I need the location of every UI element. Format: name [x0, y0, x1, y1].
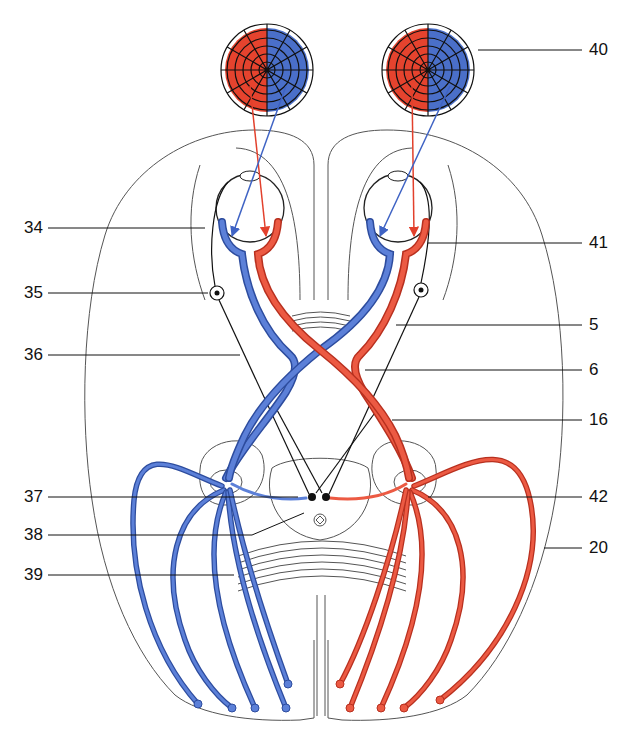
pretectal-nucleus [322, 493, 330, 501]
leader-line [365, 370, 582, 371]
cerebral-aqueduct [314, 514, 326, 526]
label-anchor: 34 [4, 218, 44, 238]
callout-number: 37 [23, 487, 44, 506]
leader-line [48, 575, 234, 576]
visual-field [382, 24, 474, 116]
pupillary-pathway [210, 182, 429, 494]
field-meridians [221, 24, 313, 116]
callout-number: 34 [23, 218, 44, 237]
radiation-fibre [404, 490, 463, 708]
leader-line [48, 513, 304, 535]
aqueduct-mark [316, 516, 324, 524]
falx [317, 595, 325, 716]
pretectal-fibre [277, 410, 322, 493]
pretectal-branch [330, 484, 406, 499]
ciliary-ganglion [210, 286, 224, 300]
leader-line [392, 420, 582, 421]
callout-number: 5 [588, 315, 599, 334]
cortex-terminal [377, 704, 385, 712]
cortex-terminal [251, 704, 259, 712]
pretectal-nucleus [308, 493, 316, 501]
label-anchor: 16 [588, 410, 609, 430]
callout-number: 16 [588, 410, 609, 429]
callout-number: 35 [23, 283, 44, 302]
field-ring [382, 24, 474, 116]
leader-line [48, 293, 208, 294]
ganglion-cell [419, 288, 424, 293]
label-anchor: 40 [588, 40, 609, 60]
optic-fibre [258, 222, 409, 478]
cortex-terminal [282, 704, 290, 712]
radiation-fibre [173, 490, 232, 708]
leader-line [428, 497, 582, 498]
optic-fibre [229, 222, 390, 478]
radiation-fibre [230, 490, 288, 684]
cortex-terminal [436, 696, 444, 704]
cortex-terminal [194, 700, 202, 708]
label-anchor: 36 [4, 345, 44, 365]
label-anchor: 42 [588, 487, 609, 507]
cortex-terminal [228, 704, 236, 712]
visual-field [221, 24, 313, 116]
callout-number: 38 [23, 525, 44, 544]
callout-number: 42 [588, 487, 609, 506]
cortex-terminal [284, 680, 292, 688]
radiation-fibre [414, 459, 533, 700]
cortex-terminal [400, 704, 408, 712]
leader-line [48, 228, 205, 229]
radiation-fibre [340, 490, 406, 684]
optic-tracts [222, 222, 426, 501]
field-ring [221, 24, 313, 116]
leader-line [396, 325, 582, 326]
ciliary-ganglion [414, 283, 428, 297]
radiation-fibre [404, 490, 463, 708]
leader-line [478, 50, 582, 51]
callout-number: 40 [588, 40, 609, 59]
label-anchor: 5 [588, 315, 599, 335]
cortex-terminal [336, 680, 344, 688]
cortex-terminal [346, 704, 354, 712]
callout-number: 6 [588, 360, 599, 379]
light-rays [232, 86, 450, 236]
label-anchor: 38 [4, 525, 44, 545]
label-anchor: 39 [4, 565, 44, 585]
radiation-fibre [340, 490, 406, 684]
label-anchor: 6 [588, 360, 599, 380]
ray-arrow [380, 86, 450, 236]
ray-arrow [412, 86, 414, 236]
radiation-fibre [414, 459, 533, 700]
leader-line [428, 243, 582, 244]
optic-radiation-blue [133, 464, 292, 712]
callout-number: 41 [588, 233, 609, 252]
right-hemisphere [328, 130, 563, 720]
label-anchor: 41 [588, 233, 609, 253]
eyes [216, 171, 432, 242]
label-anchor: 37 [4, 487, 44, 507]
optic-fibre [258, 222, 409, 478]
optic-fibre [229, 222, 390, 478]
callout-number: 20 [588, 538, 609, 557]
brain-outline [85, 130, 563, 720]
leader-line [544, 548, 582, 549]
radiation-fibre [173, 490, 232, 708]
pretectal-fibre [316, 410, 377, 493]
callout-number: 36 [23, 345, 44, 364]
ray-arrow [232, 86, 286, 236]
lens [388, 171, 408, 181]
radiation-fibre [230, 490, 288, 684]
leader-line [48, 497, 298, 498]
leader-line [48, 355, 240, 356]
ganglion-cell [215, 291, 220, 296]
label-anchor: 35 [4, 283, 44, 303]
label-anchor: 20 [588, 538, 609, 558]
callout-number: 39 [23, 565, 44, 584]
leader-lines [48, 50, 582, 575]
field-meridians [382, 24, 474, 116]
lens [240, 171, 260, 181]
ray-arrow [250, 86, 266, 236]
